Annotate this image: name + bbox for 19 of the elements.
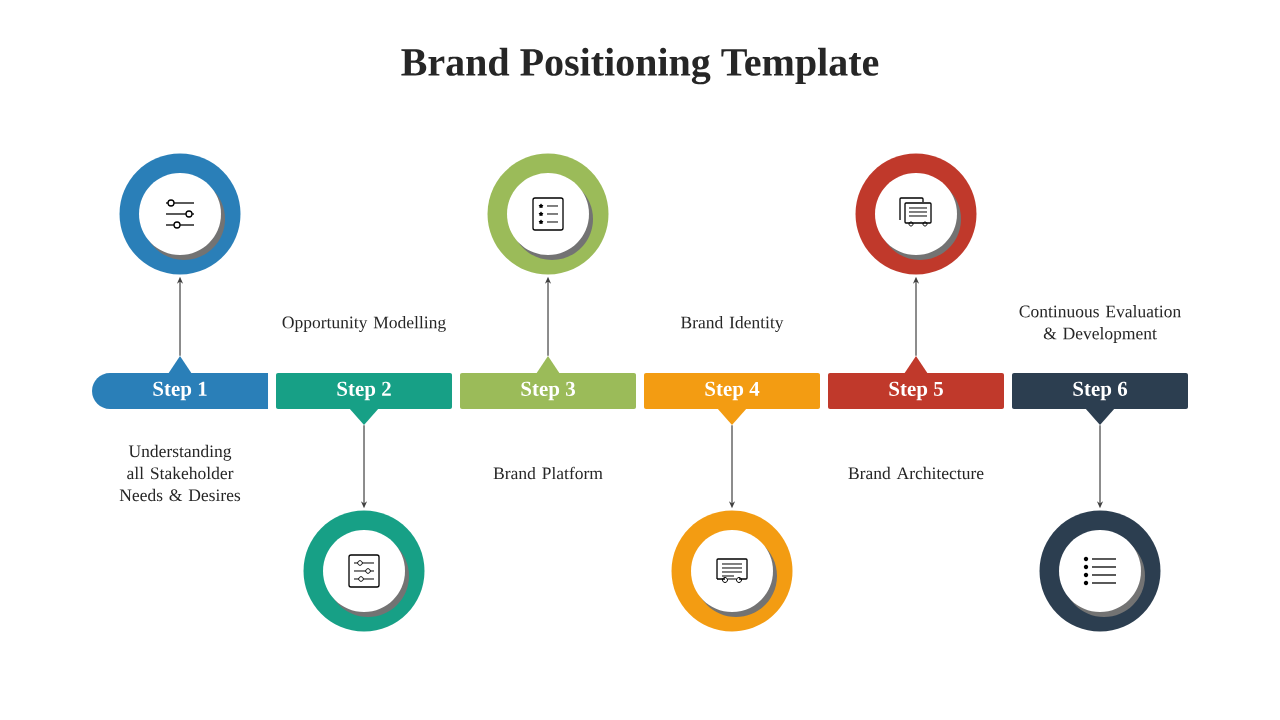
step-tab: Step 3 [460,356,636,409]
step-description: Brand Architecture [848,466,984,480]
title: Brand Positioning Template [401,47,879,85]
step-circle [1039,510,1161,632]
step-circle [119,153,241,275]
step-tab: Step 6 [1012,373,1188,425]
step-circle [303,510,425,632]
step-description: Brand Identity [681,316,784,332]
step-circle [671,510,793,632]
step-tab: Step 1 [92,356,268,409]
step-tab: Step 2 [276,373,452,425]
step-circle [487,153,609,275]
step-tab: Step 5 [828,356,1004,409]
step-description: Continuous Evaluation & Development [1019,305,1181,343]
step-tab: Step 4 [644,373,820,425]
step-description: Brand Platform [493,466,603,480]
step-circle [855,153,977,275]
step-description: Opportunity Modelling [282,316,446,332]
step-description: Understanding all Stakeholder Needs & Desires [119,444,241,502]
